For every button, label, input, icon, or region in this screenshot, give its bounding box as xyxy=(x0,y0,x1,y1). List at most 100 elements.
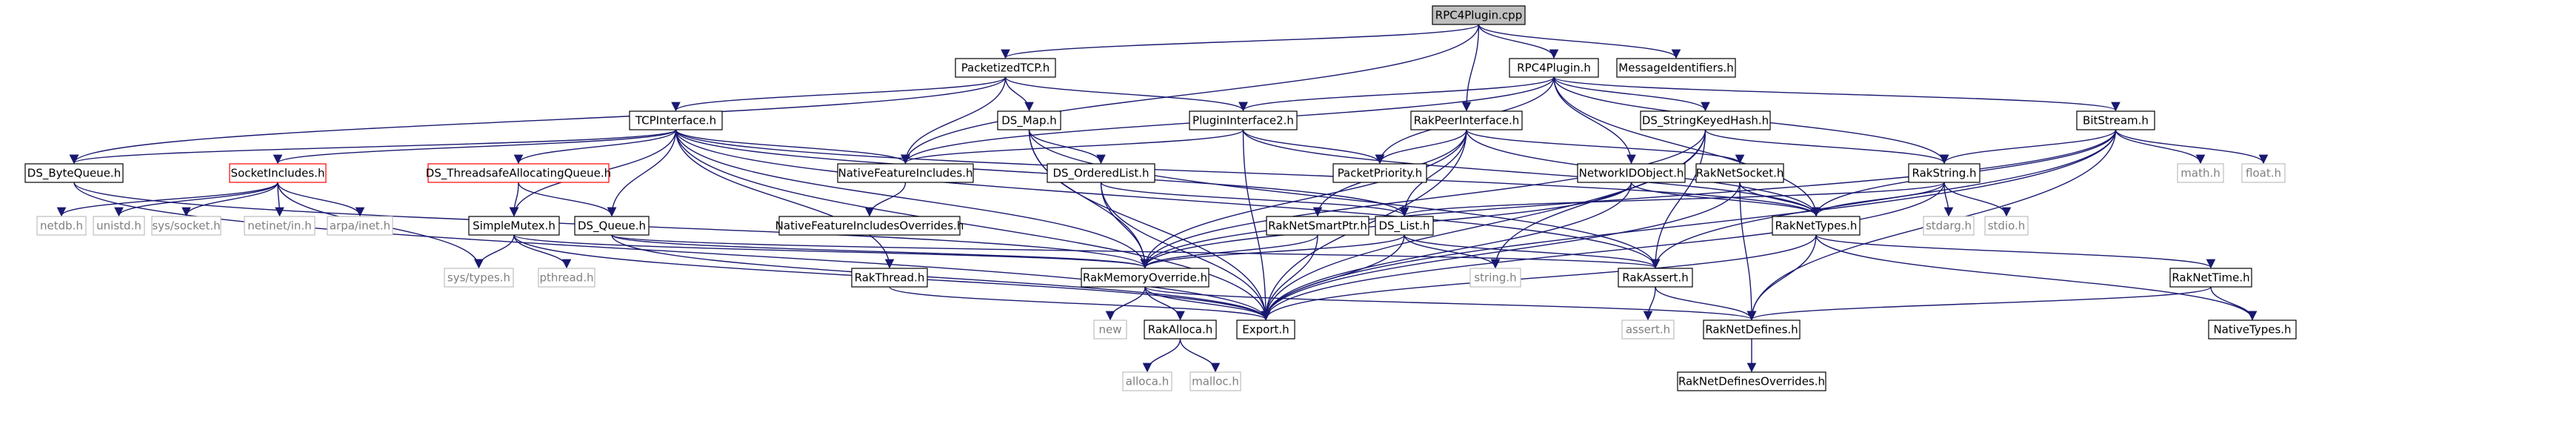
node-socketincludes-h[interactable]: SocketIncludes.h xyxy=(229,163,327,183)
node-label: RakNetSocket.h xyxy=(1696,167,1784,180)
edge-raknettypes_h-to-raknetdefines_h xyxy=(1746,234,1817,321)
node-rpc4plugin-cpp[interactable]: RPC4Plugin.cpp xyxy=(1432,5,1526,25)
node-label: RakNetTypes.h xyxy=(1775,219,1858,233)
node-ds-map-h[interactable]: DS_Map.h xyxy=(997,110,1061,130)
node-nativetypes-h[interactable]: NativeTypes.h xyxy=(2208,319,2297,340)
node-raknetdefinesoverrides-h[interactable]: RakNetDefinesOverrides.h xyxy=(1677,371,1826,391)
node-box xyxy=(229,163,327,183)
node-box xyxy=(1081,268,1209,288)
edge-ds_queue_h-to-rakmemoryoverride_h xyxy=(611,234,1149,269)
node-rakpeerinterface-h[interactable]: RakPeerInterface.h xyxy=(1410,110,1523,130)
edge-rakstring_h-to-stdio_h xyxy=(1943,182,2012,217)
edge-bitstream_h-to-rakmemoryoverride_h xyxy=(1140,129,2117,269)
node-box xyxy=(468,216,560,236)
node-box xyxy=(997,110,1061,130)
node-box xyxy=(1618,268,1693,288)
edge-rakmemoryoverride_h-to-rakalloca_h xyxy=(1144,286,1185,321)
node-box xyxy=(1703,319,1801,340)
node-rakthread-h[interactable]: RakThread.h xyxy=(851,268,928,288)
edge-simplemutex_h-to-sys_types_h xyxy=(474,234,515,269)
node-box xyxy=(1469,268,1521,288)
edge-rakassert_h-to-assert_h xyxy=(1643,286,1656,321)
node-box xyxy=(1640,110,1771,130)
edge-rpc4plugin_h-to-bitstream_h xyxy=(1553,76,2120,112)
node-rakalloca-h[interactable]: RakAlloca.h xyxy=(1144,319,1217,340)
node-export-h[interactable]: Export.h xyxy=(1236,319,1295,340)
node-rakstring-h[interactable]: RakString.h xyxy=(1908,163,1981,183)
node-nativefeatureincludes-h[interactable]: NativeFeatureIncludes.h xyxy=(837,163,974,183)
node-plugininterface2-h[interactable]: PluginInterface2.h xyxy=(1189,110,1298,130)
node-raknettypes-h[interactable]: RakNetTypes.h xyxy=(1772,216,1861,236)
node-box xyxy=(1908,163,1981,183)
edge-rakstring_h-to-export_h xyxy=(1261,182,1945,321)
node-ds-orderedlist-h[interactable]: DS_OrderedList.h xyxy=(1047,163,1155,183)
node-box xyxy=(327,216,393,236)
edge-ds_threadsafeallocatingqueue_h-to-simplemutex_h xyxy=(509,182,519,217)
edge-rakmemoryoverride_h-to-export_h xyxy=(1144,286,1271,321)
node-box xyxy=(1410,110,1523,130)
edge-rpc4plugin_h-to-plugininterface2_h xyxy=(1238,76,1555,112)
node-label: RakAlloca.h xyxy=(1148,323,1212,337)
node-raknettime-h[interactable]: RakNetTime.h xyxy=(2169,268,2252,288)
node-messageidentifiers-h[interactable]: MessageIdentifiers.h xyxy=(1616,58,1736,78)
edge-rpc4plugin_cpp-to-nativefeatureincludes_h xyxy=(901,24,1480,165)
edge-ds_list_h-to-rakmemoryoverride_h xyxy=(1140,234,1405,269)
node-box xyxy=(36,216,87,236)
node-raknetdefines-h[interactable]: RakNetDefines.h xyxy=(1703,319,1801,340)
node-ds-queue-h[interactable]: DS_Queue.h xyxy=(574,216,650,236)
node-raknetsocket-h[interactable]: RakNetSocket.h xyxy=(1695,163,1784,183)
edge-rakmemoryoverride_h-to-new xyxy=(1105,286,1146,321)
node-stdarg-h: stdarg.h xyxy=(1923,216,1975,236)
node-label: RakNetDefines.h xyxy=(1705,323,1798,337)
edge-rpc4plugin_cpp-to-packetizedtcp_h xyxy=(1001,24,1480,59)
edge-bitstream_h-to-float_h xyxy=(2115,129,2269,165)
node-box xyxy=(1577,163,1686,183)
node-rpc4plugin-h[interactable]: RPC4Plugin.h xyxy=(1509,58,1599,78)
edge-packetizedtcp_h-to-plugininterface2_h xyxy=(1004,76,1248,112)
node-box xyxy=(1375,216,1434,236)
edge-ds_orderedlist_h-to-ds_list_h xyxy=(1100,182,1409,217)
edge-ds_list_h-to-export_h xyxy=(1261,234,1405,321)
node-tcpinterface-h[interactable]: TCPInterface.h xyxy=(629,110,723,130)
node-label: RakNetSmartPtr.h xyxy=(1268,219,1367,233)
node-box xyxy=(24,163,124,183)
node-sys-socket-h: sys/socket.h xyxy=(151,216,221,236)
node-packetizedtcp-h[interactable]: PacketizedTCP.h xyxy=(955,58,1056,78)
edge-bitstream_h-to-rakstring_h xyxy=(1939,129,2117,165)
node-raknetsmartptr-h[interactable]: RakNetSmartPtr.h xyxy=(1266,216,1369,236)
node-box xyxy=(574,216,650,236)
node-label: PacketPriority.h xyxy=(1338,167,1423,180)
node-label: PluginInterface2.h xyxy=(1192,114,1294,128)
edge-ds_queue_h-to-export_h xyxy=(611,234,1271,321)
edge-ds_bytequeue_h-to-export_h xyxy=(73,182,1271,321)
edge-tcpinterface_h-to-ds_list_h xyxy=(675,129,1409,217)
node-label: DS_ByteQueue.h xyxy=(27,167,121,181)
node-label: NativeFeatureIncludesOverrides.h xyxy=(775,219,964,233)
node-simplemutex-h[interactable]: SimpleMutex.h xyxy=(468,216,560,236)
node-rakassert-h[interactable]: RakAssert.h xyxy=(1618,268,1693,288)
edge-rakthread_h-to-export_h xyxy=(889,286,1271,321)
node-label: DS_StringKeyedHash.h xyxy=(1642,114,1769,128)
node-bitstream-h[interactable]: BitStream.h xyxy=(2076,110,2155,130)
node-ds-list-h[interactable]: DS_List.h xyxy=(1375,216,1434,236)
node-label: malloc.h xyxy=(1192,375,1239,388)
edge-tcpinterface_h-to-ds_bytequeue_h xyxy=(70,129,677,165)
edge-rakpeerinterface_h-to-raknetsocket_h xyxy=(1466,129,1745,165)
node-nativefeatureincludesoverrides-h[interactable]: NativeFeatureIncludesOverrides.h xyxy=(775,216,964,236)
node-label: math.h xyxy=(2180,167,2220,180)
node-networkidobject-h[interactable]: NetworkIDObject.h xyxy=(1577,163,1686,183)
edge-tcpinterface_h-to-rakassert_h xyxy=(675,129,1661,269)
node-packetpriority-h[interactable]: PacketPriority.h xyxy=(1332,163,1427,183)
node-rakmemoryoverride-h[interactable]: RakMemoryOverride.h xyxy=(1081,268,1209,288)
node-label: netinet/in.h xyxy=(247,219,311,233)
edge-ds_list_h-to-rakassert_h xyxy=(1404,234,1661,269)
node-alloca-h: alloca.h xyxy=(1122,371,1172,391)
node-ds-threadsafeallocatingqueue-h[interactable]: DS_ThreadsafeAllocatingQueue.h xyxy=(426,163,611,183)
node-ds-bytequeue-h[interactable]: DS_ByteQueue.h xyxy=(24,163,124,183)
node-box xyxy=(2208,319,2297,340)
edge-raknettypes_h-to-raknettime_h xyxy=(1815,234,2216,269)
edge-simplemutex_h-to-pthread_h xyxy=(513,234,572,269)
node-box xyxy=(1236,319,1295,340)
node-box xyxy=(1144,319,1217,340)
node-ds-stringkeyedhash-h[interactable]: DS_StringKeyedHash.h xyxy=(1640,110,1771,130)
